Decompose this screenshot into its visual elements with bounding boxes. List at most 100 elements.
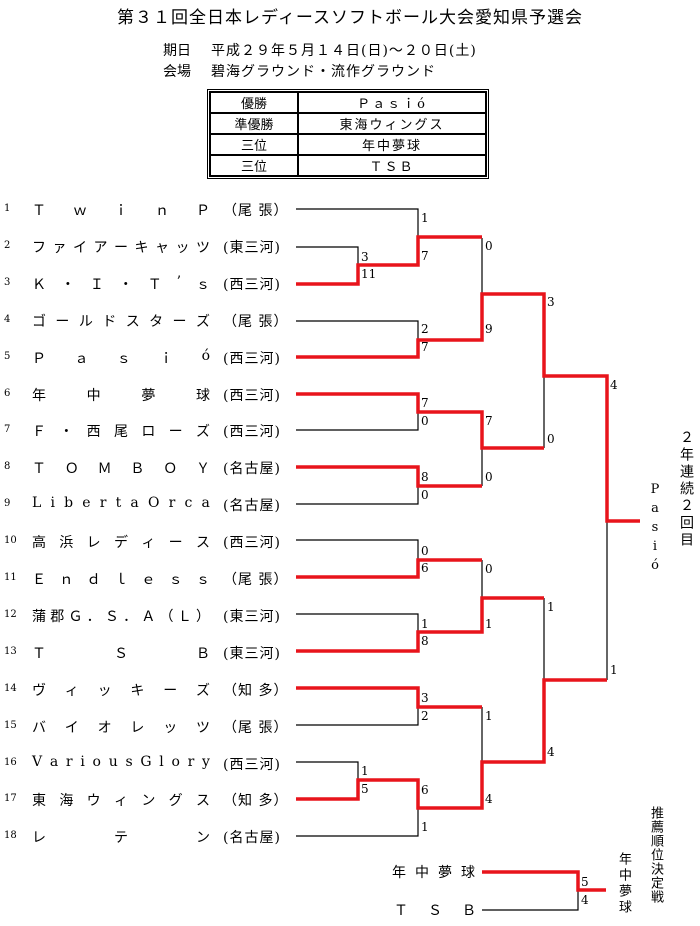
playoff-title: 推薦順位決定戦 [648, 806, 663, 904]
team-name-char: ッ [97, 682, 112, 699]
winner-line [482, 870, 606, 892]
team-name-char: t [115, 495, 122, 512]
playoff-team-b: ＴＳＢ [394, 903, 496, 919]
team-name-char: Ｋ [32, 276, 46, 293]
results-table: 優勝 Ｐａｓｉó 準優勝 東海ウィングス 三位 年中夢球 三位 ＴＳＢ [207, 89, 489, 179]
team-number: 10 [4, 535, 17, 547]
team-name-char: 球 [195, 387, 210, 404]
team-name-char: O [147, 495, 160, 512]
team-region: (名古屋) [223, 498, 281, 515]
team-name: レテン [32, 827, 210, 847]
team-region: (名古屋) [223, 461, 281, 478]
team-name-char: u [108, 753, 118, 770]
team-number: 6 [4, 387, 11, 399]
bracket-line [296, 707, 419, 726]
score: 7 [421, 340, 429, 354]
team-name-char: ｅ [141, 572, 156, 588]
champion-char: P [650, 482, 660, 497]
venue-label: 会場 [163, 64, 191, 80]
team-name-char: ズ [195, 313, 210, 330]
team-name-char: ツ [195, 719, 210, 736]
team-name-char: 蒲 [32, 608, 46, 625]
score: 8 [421, 634, 429, 648]
score: 1 [421, 617, 429, 631]
bracket-line [296, 208, 419, 237]
team-name-char: ス [125, 313, 140, 330]
team-name-char: ヴ [32, 682, 46, 699]
team-name: Ｋ・Ｉ・Ｔ’ｓ [32, 274, 210, 294]
team-name-char: ｓ [195, 276, 210, 293]
team-name-char: ィ [64, 682, 79, 699]
team-name-char: Ｐ [32, 350, 46, 367]
team-name-char: ー [163, 682, 178, 699]
winner-line [296, 392, 544, 450]
score: 4 [581, 893, 589, 907]
team-name: 高浜レディース [32, 532, 210, 552]
team-name-char: ． [123, 608, 138, 625]
team-name-char: y [202, 753, 210, 770]
rank-cell: 三位 [210, 134, 298, 155]
bracket-line [296, 412, 419, 431]
team-name-char: ー [55, 313, 70, 330]
team-name-char: 浜 [59, 535, 74, 552]
team-name: ゴールドスターズ [32, 311, 210, 331]
bracket-line [296, 486, 419, 505]
team-name-char: Ｐ [196, 203, 210, 219]
team-name-char: レ [32, 830, 46, 847]
score: 3 [421, 691, 429, 705]
team-number: 3 [4, 276, 11, 288]
team-name-char: b [64, 495, 74, 512]
team-name-char: ズ [195, 424, 210, 441]
team-name-char: （ [159, 608, 174, 625]
score: 11 [361, 267, 377, 281]
team-region: (西三河) [223, 276, 281, 293]
team-region: （知 多） [223, 682, 289, 699]
team-name-char: Ｔ [32, 203, 46, 219]
team-name-char: ド [102, 313, 117, 330]
team-name-char: Ｙ [195, 461, 210, 478]
team-name-char: レ [130, 719, 145, 736]
team-name-char: i [50, 495, 55, 512]
team-name-char: o [171, 753, 180, 770]
team-number: 4 [4, 313, 11, 325]
date-value: 平成２９年５月１４日(日)～２０日(土) [211, 43, 477, 59]
team-name-char: ス [195, 535, 210, 552]
team-name-char: r [99, 495, 107, 512]
score: 8 [421, 470, 429, 484]
team-name-char: ー [168, 424, 183, 441]
team-name-char: キ [134, 239, 149, 256]
team-region: (西三河) [223, 535, 281, 552]
team-name-char: r [65, 753, 73, 770]
team-name-char: タ [149, 313, 164, 330]
team-name-char: ’ [176, 273, 182, 290]
winner-line [296, 235, 482, 286]
team-name-char: ン [196, 830, 210, 847]
winner-line [296, 558, 482, 579]
score: 6 [421, 783, 429, 797]
team-name-char: イ [73, 239, 87, 256]
team-region: （尾 張） [223, 203, 289, 219]
team-name-char: Ｇ [68, 608, 83, 625]
team-name-char: ツ [196, 239, 210, 256]
team-number: 13 [4, 645, 17, 657]
team-name: ファイアーキャッツ [32, 237, 210, 257]
venue-value: 碧海グラウンド・流作グラウンド [211, 64, 436, 80]
score: 1 [547, 600, 555, 614]
team-cell: 年中夢球 [298, 134, 486, 155]
team-name-char: ル [78, 313, 93, 330]
team-number: 5 [4, 350, 11, 362]
team-name-char: ウ [86, 793, 101, 810]
team-name-char: イ [64, 719, 79, 736]
team-name-char: ッ [163, 719, 178, 736]
